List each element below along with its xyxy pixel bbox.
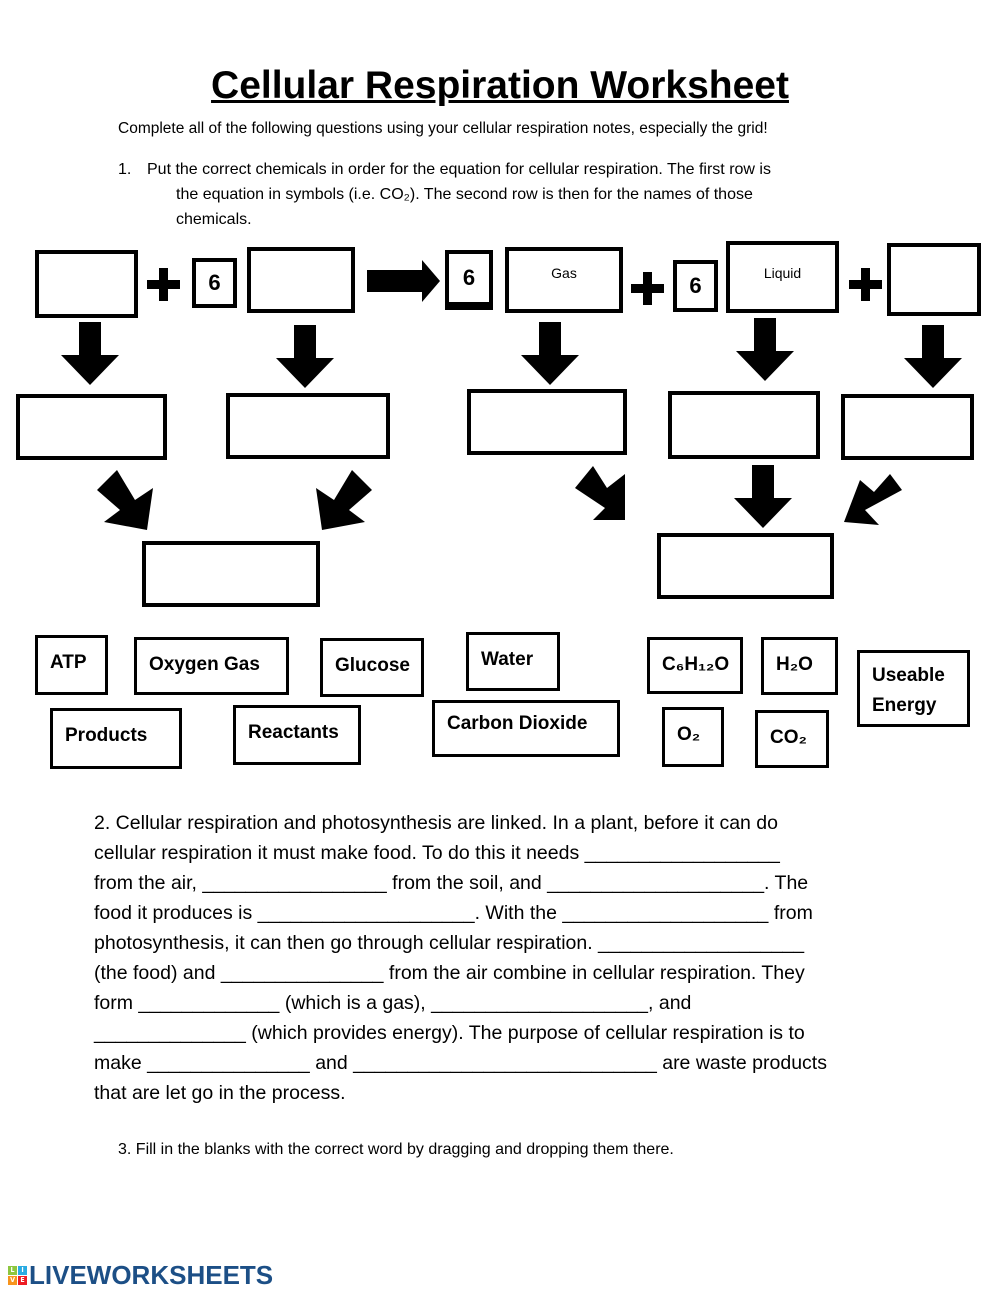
logo-square: V xyxy=(8,1276,17,1285)
word-tile-oxygen-gas[interactable]: Oxygen Gas xyxy=(134,637,289,695)
liveworksheets-logo[interactable]: L I V E LIVEWORKSHEETS xyxy=(8,1260,273,1291)
equation-reactant-1-blank[interactable] xyxy=(35,250,138,318)
question-3: 3. Fill in the blanks with the correct w… xyxy=(118,1141,674,1158)
logo-square: L xyxy=(8,1266,17,1275)
word-tile-c6h12o[interactable]: C₆H₁₂O xyxy=(647,637,743,694)
coefficient-box: 6 xyxy=(673,260,718,312)
word-tile-co2[interactable]: CO₂ xyxy=(755,710,829,768)
logo-squares-icon: L I V E xyxy=(8,1266,27,1285)
question-2-line[interactable]: (the food) and _______________ from the … xyxy=(94,962,805,984)
question-2-line[interactable]: make _______________ and _______________… xyxy=(94,1052,827,1074)
plus-icon xyxy=(849,268,882,301)
plus-icon xyxy=(147,268,180,301)
yields-arrow-icon xyxy=(367,260,440,302)
question-1-number: 1. xyxy=(118,161,132,178)
down-arrow-icon xyxy=(736,318,794,381)
word-tile-h2o[interactable]: H₂O xyxy=(761,637,838,695)
down-arrow-icon xyxy=(904,325,962,388)
down-arrow-icon xyxy=(521,322,579,385)
logo-square: E xyxy=(18,1276,27,1285)
question-2-line[interactable]: ______________ (which provides energy). … xyxy=(94,1022,805,1044)
down-arrow-icon xyxy=(734,465,792,528)
question-1-line: Put the correct chemicals in order for t… xyxy=(147,161,771,178)
question-2-line[interactable]: form _____________ (which is a gas), ___… xyxy=(94,992,692,1014)
down-arrow-icon xyxy=(276,325,334,388)
name-blank-3[interactable] xyxy=(467,389,627,455)
logo-square: I xyxy=(18,1266,27,1275)
equation-product-liquid-blank[interactable]: Liquid xyxy=(726,241,839,313)
word-tile-products[interactable]: Products xyxy=(50,708,182,769)
word-tile-reactants[interactable]: Reactants xyxy=(233,705,361,765)
down-left-arrow-icon xyxy=(844,474,902,525)
coefficient-box: 6 xyxy=(192,258,237,308)
name-blank-1[interactable] xyxy=(16,394,167,460)
word-tile-water[interactable]: Water xyxy=(466,632,560,691)
question-2-line[interactable]: photosynthesis, it can then go through c… xyxy=(94,932,805,954)
question-2-line[interactable]: food it produces is ____________________… xyxy=(94,902,813,924)
logo-text: LIVEWORKSHEETS xyxy=(29,1260,274,1290)
reactants-products-blank-left[interactable] xyxy=(142,541,320,607)
name-blank-4[interactable] xyxy=(668,391,820,459)
question-2-line: 2. Cellular respiration and photosynthes… xyxy=(94,812,778,834)
question-1-line: chemicals. xyxy=(176,211,252,228)
plus-icon xyxy=(631,272,664,305)
down-right-arrow-icon xyxy=(575,466,625,520)
equation-product-gas-blank[interactable]: Gas xyxy=(505,247,623,313)
word-tile-carbon-dioxide[interactable]: Carbon Dioxide xyxy=(432,700,620,757)
equation-reactant-2-blank[interactable] xyxy=(247,247,355,313)
question-2-paragraph: 2. Cellular respiration and photosynthes… xyxy=(94,808,827,1108)
word-tile-o2[interactable]: O₂ xyxy=(662,707,724,767)
instructions: Complete all of the following questions … xyxy=(118,120,768,137)
question-2-line[interactable]: from the air, _________________ from the… xyxy=(94,872,809,894)
word-tile-atp[interactable]: ATP xyxy=(35,635,108,695)
question-2-line[interactable]: cellular respiration it must make food. … xyxy=(94,842,780,864)
question-2-line: that are let go in the process. xyxy=(94,1082,346,1104)
name-blank-2[interactable] xyxy=(226,393,390,459)
down-left-arrow-icon xyxy=(316,470,372,530)
name-blank-5[interactable] xyxy=(841,394,974,460)
word-tile-glucose[interactable]: Glucose xyxy=(320,638,424,697)
equation-product-3-blank[interactable] xyxy=(887,243,981,316)
page-title: Cellular Respiration Worksheet xyxy=(211,64,789,107)
reactants-products-blank-right[interactable] xyxy=(657,533,834,599)
question-1-line: the equation in symbols (i.e. CO₂). The … xyxy=(176,186,753,203)
coefficient-box: 6 xyxy=(445,250,493,310)
down-right-arrow-icon xyxy=(97,470,153,530)
down-arrow-icon xyxy=(61,322,119,385)
word-tile-useable-energy[interactable]: Useable Energy xyxy=(857,650,970,727)
